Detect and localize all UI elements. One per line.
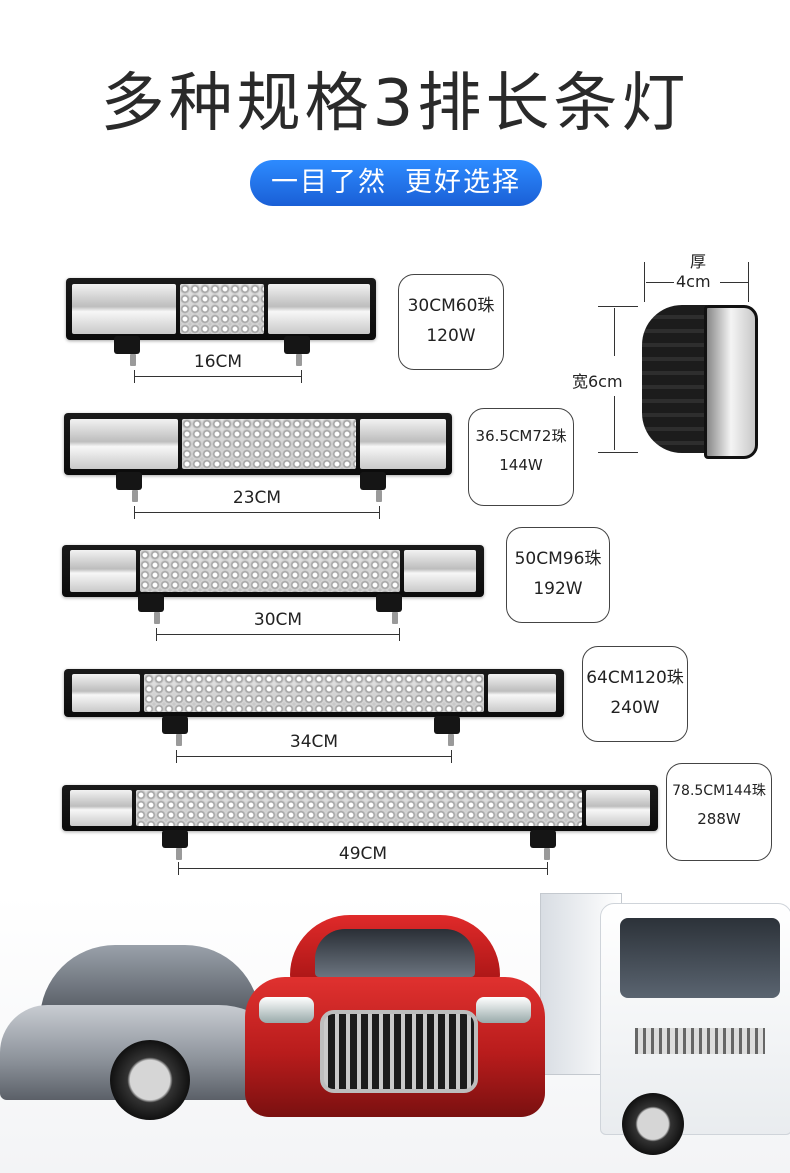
dimension-line-4 (176, 750, 452, 763)
red-suv (245, 915, 545, 1130)
light-bar-4 (64, 669, 564, 717)
spec-power-2: 144W (499, 456, 543, 474)
spec-power-4: 240W (610, 698, 660, 718)
dimension-label-5: 49CM (338, 844, 388, 864)
spec-power-5: 288W (697, 810, 741, 828)
light-bar-5 (62, 785, 658, 831)
dimension-label-3: 30CM (253, 610, 303, 630)
dimension-line-2 (134, 506, 380, 519)
spec-box-4: 64CM120珠 240W (582, 646, 688, 742)
width-label: 宽6cm (572, 372, 623, 391)
spec-box-1: 30CM60珠 120W (398, 274, 504, 370)
dimension-label-1: 16CM (193, 352, 243, 372)
light-side-view (642, 305, 758, 459)
dimension-line-3 (156, 628, 400, 641)
spec-size-3: 50CM96珠 (514, 549, 602, 569)
page-title: 多种规格3排长条灯 (100, 67, 690, 141)
white-truck (540, 893, 790, 1163)
spec-size-2: 36.5CM72珠 (475, 427, 567, 445)
spec-size-4: 64CM120珠 (586, 668, 684, 688)
spec-power-1: 120W (426, 326, 476, 346)
spec-box-2: 36.5CM72珠 144W (468, 408, 574, 506)
light-bar-2 (64, 413, 452, 475)
spec-box-5: 78.5CM144珠 288W (666, 763, 772, 861)
thickness-label: 厚 (690, 252, 707, 271)
dimension-line-5 (178, 862, 548, 875)
thickness-value: 4cm (676, 272, 711, 291)
light-bar-3 (62, 545, 484, 597)
light-bar-1 (66, 278, 376, 340)
subtitle-left: 一目了然 (271, 167, 387, 198)
dimension-label-2: 23CM (232, 488, 282, 508)
subtitle-pill: 一目了然更好选择 (250, 160, 542, 206)
spec-power-3: 192W (533, 579, 583, 599)
dimension-line-1 (134, 370, 302, 383)
spec-box-3: 50CM96珠 192W (506, 527, 610, 623)
dimension-label-4: 34CM (289, 732, 339, 752)
subtitle-right: 更好选择 (405, 167, 521, 198)
spec-size-1: 30CM60珠 (407, 296, 495, 316)
spec-size-5: 78.5CM144珠 (672, 783, 766, 799)
